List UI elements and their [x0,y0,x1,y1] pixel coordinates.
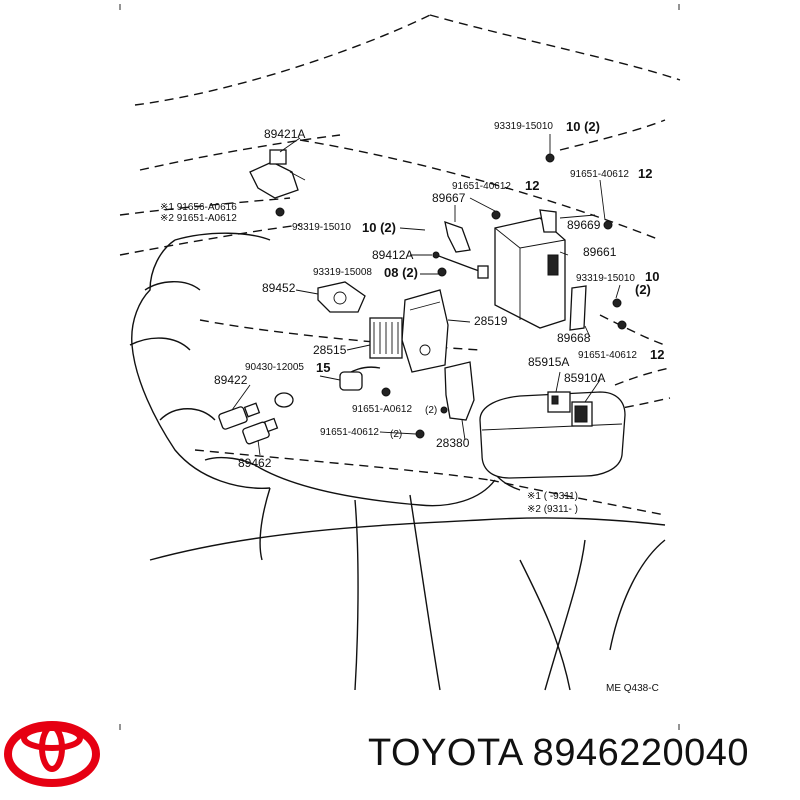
vehicle-outline [119,14,681,516]
label-89668: 89668 [557,331,591,345]
sensor-89462 [242,417,279,445]
label-85915a: 85915A [528,355,569,369]
label-91651-40612-c: 91651-40612 [578,350,637,361]
label-89669: 89669 [567,218,601,232]
label-2-low: (2) [390,429,402,440]
label-10-right: 10 [645,269,659,284]
label-12-c: 12 [650,347,664,362]
leader-lines [231,134,621,456]
label-star2-part: ※2 91651-A0612 [160,213,237,224]
label-91651-40612-b: 91651-40612 [570,169,629,180]
label-91651-a0612-low: 91651-A0612 [352,404,412,415]
bracket-89668 [569,285,627,331]
sensor-89422 [218,402,261,430]
label-89462: 89462 [238,456,272,470]
label-15: 15 [316,360,330,375]
brand-caption: TOYOTA 8946220040 [368,732,750,774]
label-93319-15008: 93319-15008 [313,267,372,278]
label-89412a: 89412A [372,248,413,262]
sensor-89452 [317,281,366,313]
part-28380 [415,361,475,439]
label-28515: 28515 [313,343,347,357]
label-10-2-top: 10 (2) [566,119,600,134]
ecu-89661 [494,217,566,329]
label-89452: 89452 [262,281,296,295]
part-labels: 89421A 93319-15010 10 (2) 91651-40612 12… [160,119,664,694]
label-93319-15010-top: 93319-15010 [494,121,553,132]
label-91651-40612-a: 91651-40612 [452,181,511,192]
label-89422: 89422 [214,373,248,387]
corner-marks [119,4,680,730]
label-89421a: 89421A [264,127,305,141]
label-89667: 89667 [432,191,466,205]
harness-15 [274,366,391,408]
label-ref: ME Q438-C [606,683,659,694]
label-91651-40612-low: 91651-40612 [320,427,379,438]
harness-89412a [432,251,489,279]
bracket-28519 [401,289,449,373]
sensor-89421a [249,149,306,217]
relay-85910a [571,401,593,427]
label-note2: ※2 (9311- ) [527,504,578,515]
bracket-89667 [444,210,501,253]
bracket-89669 [539,209,613,233]
label-12-b: 12 [638,166,652,181]
label-star1-part: ※1 91656-A0616 [160,202,237,213]
label-28380: 28380 [436,436,470,450]
label-10-2-mid: 10 (2) [362,220,396,235]
label-85910a: 85910A [564,371,605,385]
relay-85915a [547,391,571,413]
label-28519: 28519 [474,314,508,328]
label-12-a: 12 [525,178,539,193]
label-89661: 89661 [583,245,617,259]
label-93319-15010-mid: 93319-15010 [292,222,351,233]
label-8-2: 08 (2) [384,265,418,280]
bolt-top [545,153,555,163]
toyota-logo-icon [4,721,100,787]
label-note1: ※1 ( -9311) [527,491,578,502]
label-90430-12005: 90430-12005 [245,362,304,373]
relay-28515 [369,317,403,359]
label-93319-15010-right: 93319-15010 [576,273,635,284]
label-2-right: (2) [635,282,651,297]
label-2-small: (2) [425,405,437,416]
